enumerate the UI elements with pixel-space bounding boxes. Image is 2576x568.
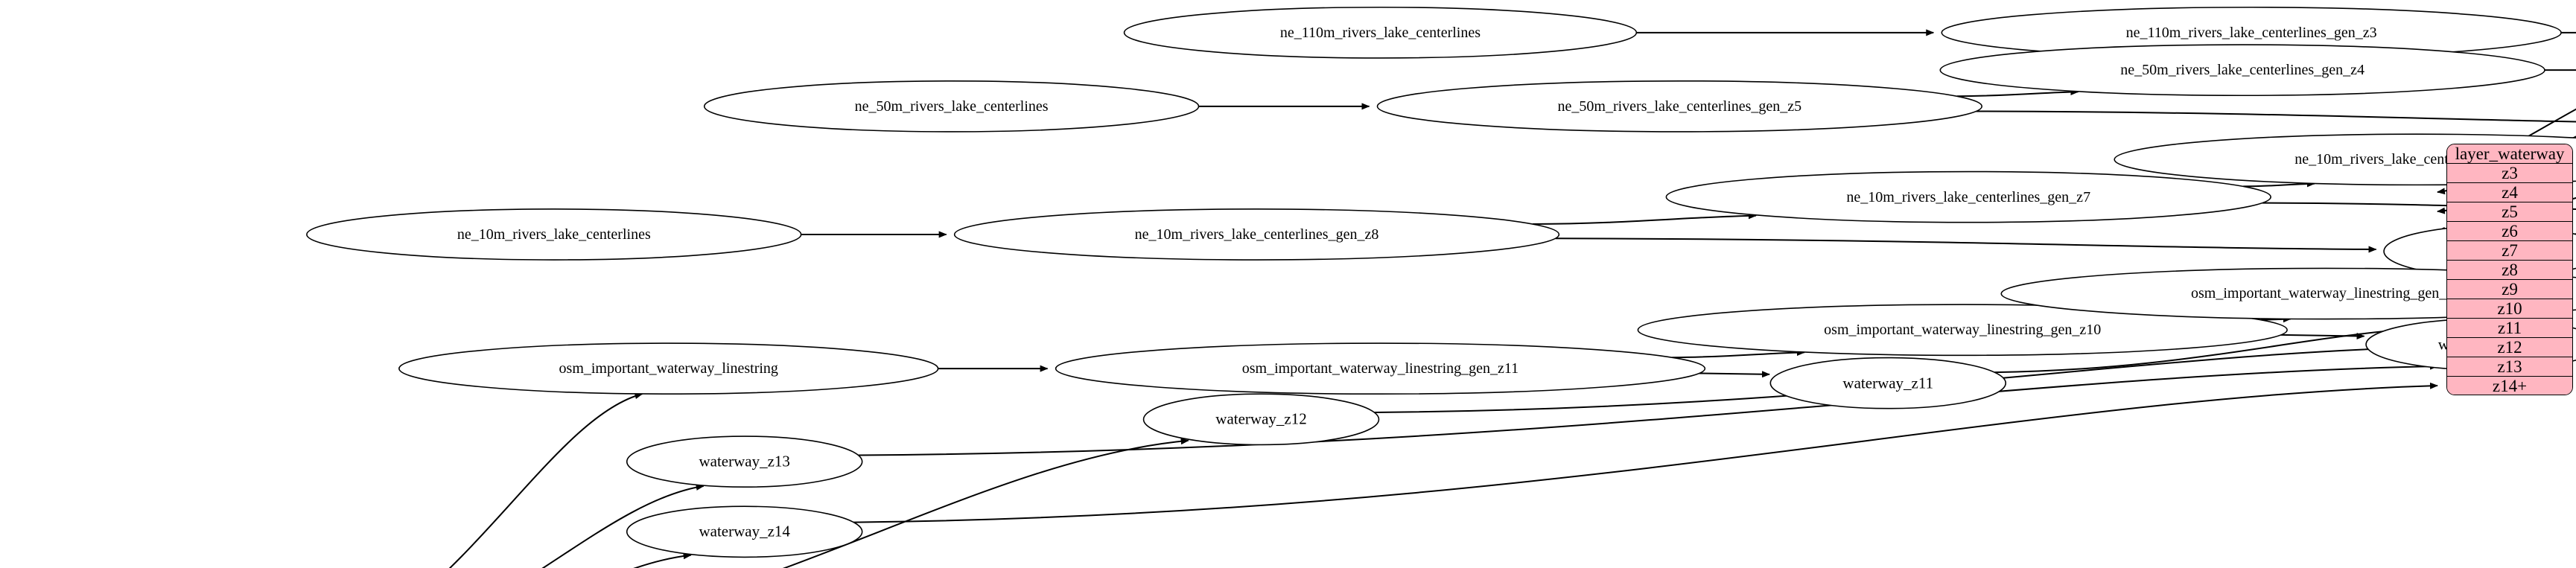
node-osm_important_waterway_linestring_gen_z11[interactable]	[1055, 342, 1706, 395]
record-row-z4[interactable]: z4	[2447, 183, 2572, 202]
node-waterway_z12[interactable]	[1142, 393, 1380, 446]
edge-ne_10m_rivers_lake_centerlines_gen_z8-to-waterway_z8	[1555, 237, 2377, 253]
node-ne_50m_rivers_lake_centerlines_gen_z4[interactable]	[1939, 44, 2545, 97]
record-row-z7[interactable]: z7	[2447, 241, 2572, 261]
node-ne_110m_rivers_lake_centerlines[interactable]	[1123, 6, 1638, 59]
node-ne_50m_rivers_lake_centerlines[interactable]	[703, 80, 1200, 133]
edge-ne_10m_rivers_lake_centerlines_gen_z7-to-ne_10m_rivers_lake_centerlines_gen_z6	[2243, 180, 2315, 188]
record-row-z3[interactable]: z3	[2447, 164, 2572, 183]
edge-osm_important_waterway_linestring_gen_z11-to-waterway_z11	[1699, 371, 1770, 378]
record-row-z8[interactable]: z8	[2447, 261, 2572, 280]
node-ne_10m_rivers_lake_centerlines_gen_z8[interactable]	[953, 208, 1560, 261]
node-waterway_z14[interactable]	[626, 505, 863, 558]
edge-ne_50m_rivers_lake_centerlines_gen_z5-to-ne_50m_rivers_lake_centerlines_gen_z4	[1956, 88, 2079, 98]
nodes-layer	[306, 6, 2576, 558]
edge-osm_waterway_linestring-to-waterway_z12	[782, 438, 1189, 568]
record-row-z9[interactable]: z9	[2447, 280, 2572, 299]
edge-ne_10m_rivers_lake_centerlines_gen_z8-to-ne_10m_rivers_lake_centerlines_gen_z7	[1532, 212, 1757, 226]
edge-waterway_z14-to-layer_waterway-z14-	[853, 382, 2438, 523]
edge-osm_waterway_linestring-to-waterway_z13	[541, 484, 705, 568]
node-osm_important_waterway_linestring_gen_z9[interactable]	[2000, 267, 2576, 320]
record-title-layer-waterway: layer_waterway	[2447, 144, 2572, 164]
node-ne_10m_rivers_lake_centerlines[interactable]	[306, 208, 802, 261]
node-osm_important_waterway_linestring_gen_z10[interactable]	[1637, 304, 2288, 357]
node-ne_50m_rivers_lake_centerlines_gen_z5[interactable]	[1376, 80, 1983, 133]
record-row-z14plus[interactable]: z14+	[2447, 377, 2572, 395]
node-waterway_z11[interactable]	[1769, 357, 2007, 409]
edge-osm_important_waterway_linestring_gen_z11-to-osm_important_waterway_linestring_gen_z10	[1672, 349, 1805, 359]
node-osm_important_waterway_linestring[interactable]	[398, 342, 939, 395]
edge-waterway_z13-to-layer_waterway-z13	[858, 363, 2438, 456]
record-row-z12[interactable]: z12	[2447, 338, 2572, 357]
record-row-z10[interactable]: z10	[2447, 299, 2572, 319]
record-row-z5[interactable]: z5	[2447, 202, 2572, 222]
record-row-z13[interactable]: z13	[2447, 357, 2572, 377]
node-ne_10m_rivers_lake_centerlines_gen_z7[interactable]	[1665, 170, 2271, 223]
edge-osm_waterway_linestring-to-osm_important_waterway_linestring	[448, 392, 643, 568]
record-row-z11[interactable]: z11	[2447, 319, 2572, 338]
record-row-z6[interactable]: z6	[2447, 222, 2572, 241]
edges-layer	[448, 29, 2576, 568]
node-waterway_z13[interactable]	[626, 435, 863, 488]
edge-osm_waterway_linestring-to-waterway_z14	[633, 552, 692, 568]
edge-ne_50m_rivers_lake_centerlines_gen_z5-to-waterway_z5	[1976, 110, 2576, 123]
